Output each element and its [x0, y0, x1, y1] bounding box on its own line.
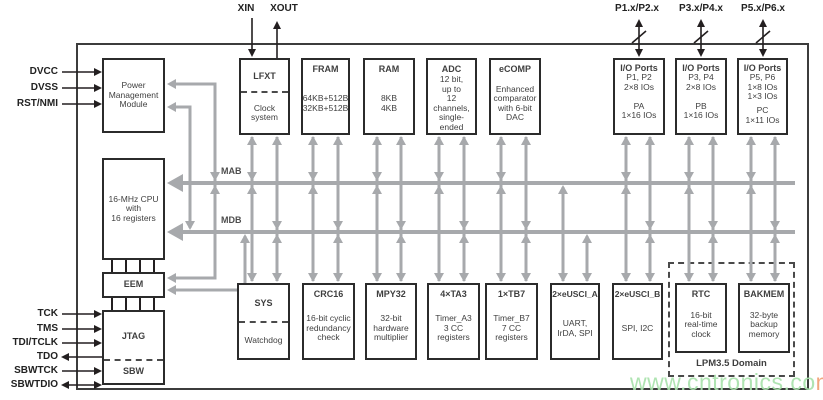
mab-bus-label: MAB	[221, 166, 242, 176]
block-rtc: RTC 16-bit real-time clock	[675, 283, 727, 353]
block-io-ports-pa: I/O Ports P1, P2 2×8 IOs PA 1×16 IOs	[613, 58, 665, 135]
block-io-ports-pb: I/O Ports P3, P4 2×8 IOs PB 1×16 IOs	[675, 58, 727, 135]
block-body: UART, IrDA, SPI	[557, 318, 593, 338]
block-body-2: PB 1×16 IOs	[683, 100, 719, 120]
block-title: ADC	[441, 64, 462, 74]
block-title: I/O Ports	[743, 63, 782, 73]
block-title: BAKMEM	[743, 289, 785, 299]
block-body: Timer_A3 3 CC registers	[435, 313, 472, 343]
block-title: RTC	[691, 289, 711, 299]
block-body: P5, P6 1×8 IOs 1×3 IOs	[747, 72, 778, 101]
pin-label-rst-nmi: RST/NMI	[16, 98, 58, 109]
pin-label-tms: TMS	[36, 323, 58, 334]
block-cpu: 16-MHz CPU with 16 registers	[102, 158, 165, 260]
lpm35-domain-outline: LPM3.5 Domain	[668, 262, 795, 377]
block-body: Clock system	[251, 102, 278, 122]
block-body-2: PC 1×11 IOs	[745, 105, 780, 125]
watermark: www.cntronics.com	[630, 369, 823, 396]
block-fram: FRAM 64KB+512B 32KB+512B	[301, 58, 350, 135]
pin-label-sbwtck: SBWTCK	[14, 365, 58, 376]
pin-label-p3x-p4x: P3.x/P4.x	[679, 3, 723, 14]
watermark-text: www.cntronics.co	[630, 369, 816, 395]
block-body: 16-MHz CPU with 16 registers	[108, 193, 159, 223]
block-ram: RAM 8KB 4KB	[363, 58, 415, 135]
block-timer-a3: 4×TA3 Timer_A3 3 CC registers	[427, 283, 480, 360]
block-body: 12 bit, up to 12 channels, single-ended	[433, 74, 470, 132]
block-body: EEM	[123, 279, 144, 290]
block-title: 4×TA3	[440, 289, 467, 299]
lpm35-domain-label: LPM3.5 Domain	[696, 358, 767, 369]
pin-label-p1x-p2x: P1.x/P2.x	[615, 3, 659, 14]
pin-label-tdo: TDO	[36, 351, 58, 362]
block-body: Timer_B7 7 CC registers	[493, 313, 530, 343]
block-body: SBW	[123, 366, 144, 377]
block-body-2: PA 1×16 IOs	[621, 100, 657, 120]
block-title: MPY32	[376, 289, 406, 299]
block-ecomp: eCOMP Enhanced comparator with 6-bit DAC	[489, 58, 541, 135]
block-title: JTAG	[104, 312, 163, 361]
block-title: SYS	[239, 285, 288, 323]
block-body: 8KB 4KB	[380, 93, 398, 113]
block-title: RAM	[378, 64, 400, 74]
block-title: 1×TB7	[497, 289, 526, 299]
block-clock-system: LFXT Clock system	[239, 58, 290, 135]
block-title: 2×eUSCI_A	[552, 289, 598, 299]
block-body: 64KB+512B 32KB+512B	[302, 93, 349, 113]
block-body: 16-bit cyclic redundancy check	[306, 313, 351, 343]
block-eusci-a: 2×eUSCI_A UART, IrDA, SPI	[550, 283, 600, 360]
block-title: I/O Ports	[620, 63, 658, 73]
pin-label-tdi-tclk: TDI/TCLK	[12, 337, 58, 348]
block-body: 32-byte backup memory	[748, 309, 780, 339]
pin-label-dvss: DVSS	[30, 82, 58, 93]
block-timer-b7: 1×TB7 Timer_B7 7 CC registers	[485, 283, 538, 360]
block-body: 16-bit real-time clock	[684, 309, 718, 339]
block-body: SPI, I2C	[621, 322, 654, 333]
pin-label-tck: TCK	[37, 308, 58, 319]
block-body: Enhanced comparator with 6-bit DAC	[493, 83, 537, 122]
pin-label-xout: XOUT	[270, 3, 298, 14]
block-title: I/O Ports	[682, 63, 720, 73]
pin-label-dvcc: DVCC	[29, 66, 58, 77]
pin-label-xin: XIN	[237, 3, 255, 14]
block-title: 2×eUSCI_B	[614, 289, 661, 299]
block-title: eCOMP	[498, 64, 531, 74]
pin-label-sbwtdio: SBWTDIO	[10, 379, 58, 390]
block-power-management: Power Management Module	[102, 58, 165, 133]
block-title: CRC16	[313, 289, 344, 299]
block-body: Watchdog	[244, 334, 283, 345]
block-body: Power Management Module	[108, 80, 159, 110]
block-body: P3, P4 2×8 IOs	[685, 72, 716, 92]
block-eem: EEM	[102, 272, 165, 298]
block-title: FRAM	[312, 64, 339, 74]
chip-boundary	[76, 43, 809, 390]
block-title: LFXT	[241, 60, 288, 93]
block-body: P1, P2 2×8 IOs	[623, 72, 654, 92]
pin-label-p5x-p6x: P5.x/P6.x	[741, 3, 785, 14]
block-jtag-sbw: JTAG SBW	[102, 310, 165, 385]
block-sys-watchdog: SYS Watchdog	[237, 283, 290, 360]
watermark-tail: m	[816, 369, 823, 395]
block-eusci-b: 2×eUSCI_B SPI, I2C	[612, 283, 663, 360]
mdb-bus-label: MDB	[221, 215, 242, 225]
block-io-ports-pc: I/O Ports P5, P6 1×8 IOs 1×3 IOs PC 1×11…	[737, 58, 788, 135]
block-body: 32-bit hardware multiplier	[373, 313, 409, 343]
block-adc: ADC 12 bit, up to 12 channels, single-en…	[426, 58, 477, 135]
block-mpy32: MPY32 32-bit hardware multiplier	[365, 283, 417, 360]
block-bakmem: BAKMEM 32-byte backup memory	[738, 283, 790, 353]
block-crc16: CRC16 16-bit cyclic redundancy check	[302, 283, 355, 360]
